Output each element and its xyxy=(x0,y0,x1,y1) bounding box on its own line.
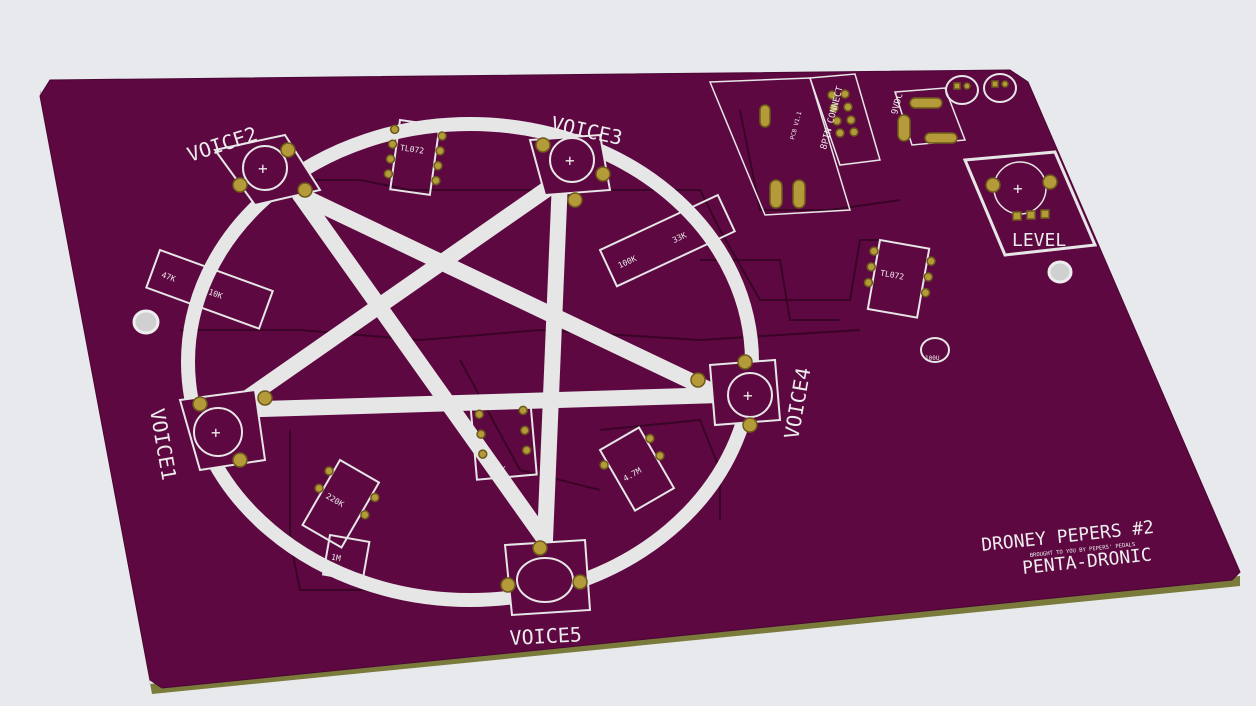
dc-jack[interactable]: 9VDC xyxy=(890,87,967,146)
level-pot[interactable]: + LEVEL xyxy=(962,150,1098,257)
svg-text:+: + xyxy=(211,423,221,442)
voice-pot-3[interactable]: + xyxy=(528,133,612,208)
voice-pot-1[interactable]: + xyxy=(178,388,273,472)
board-surface xyxy=(39,69,1241,689)
svg-text:100U: 100U xyxy=(925,355,940,362)
svg-text:+: + xyxy=(258,159,268,178)
pentagram-star xyxy=(222,172,728,548)
svg-text:+: + xyxy=(1013,179,1023,198)
svg-text:1K: 1K xyxy=(496,465,507,475)
voice-pot-5[interactable] xyxy=(500,538,592,617)
svg-text:+: + xyxy=(743,386,753,405)
svg-text:+: + xyxy=(565,151,575,170)
svg-text:1M: 1M xyxy=(330,553,341,564)
svg-text:TL072: TL072 xyxy=(400,143,425,155)
mounting-holes xyxy=(132,260,1073,335)
capacitors: 100U xyxy=(920,73,1017,363)
level-label: LEVEL xyxy=(1012,230,1066,251)
ic-footprints: TL072 TL072 1K 220K 4.7M 47K 10K xyxy=(145,118,936,583)
voice-pot-2[interactable]: + xyxy=(213,133,322,207)
svg-text:TL072: TL072 xyxy=(879,269,904,282)
copper-traces xyxy=(180,109,901,591)
voice-label-5: VOICE5 xyxy=(509,622,582,650)
voice-pot-4[interactable]: + xyxy=(690,354,782,433)
